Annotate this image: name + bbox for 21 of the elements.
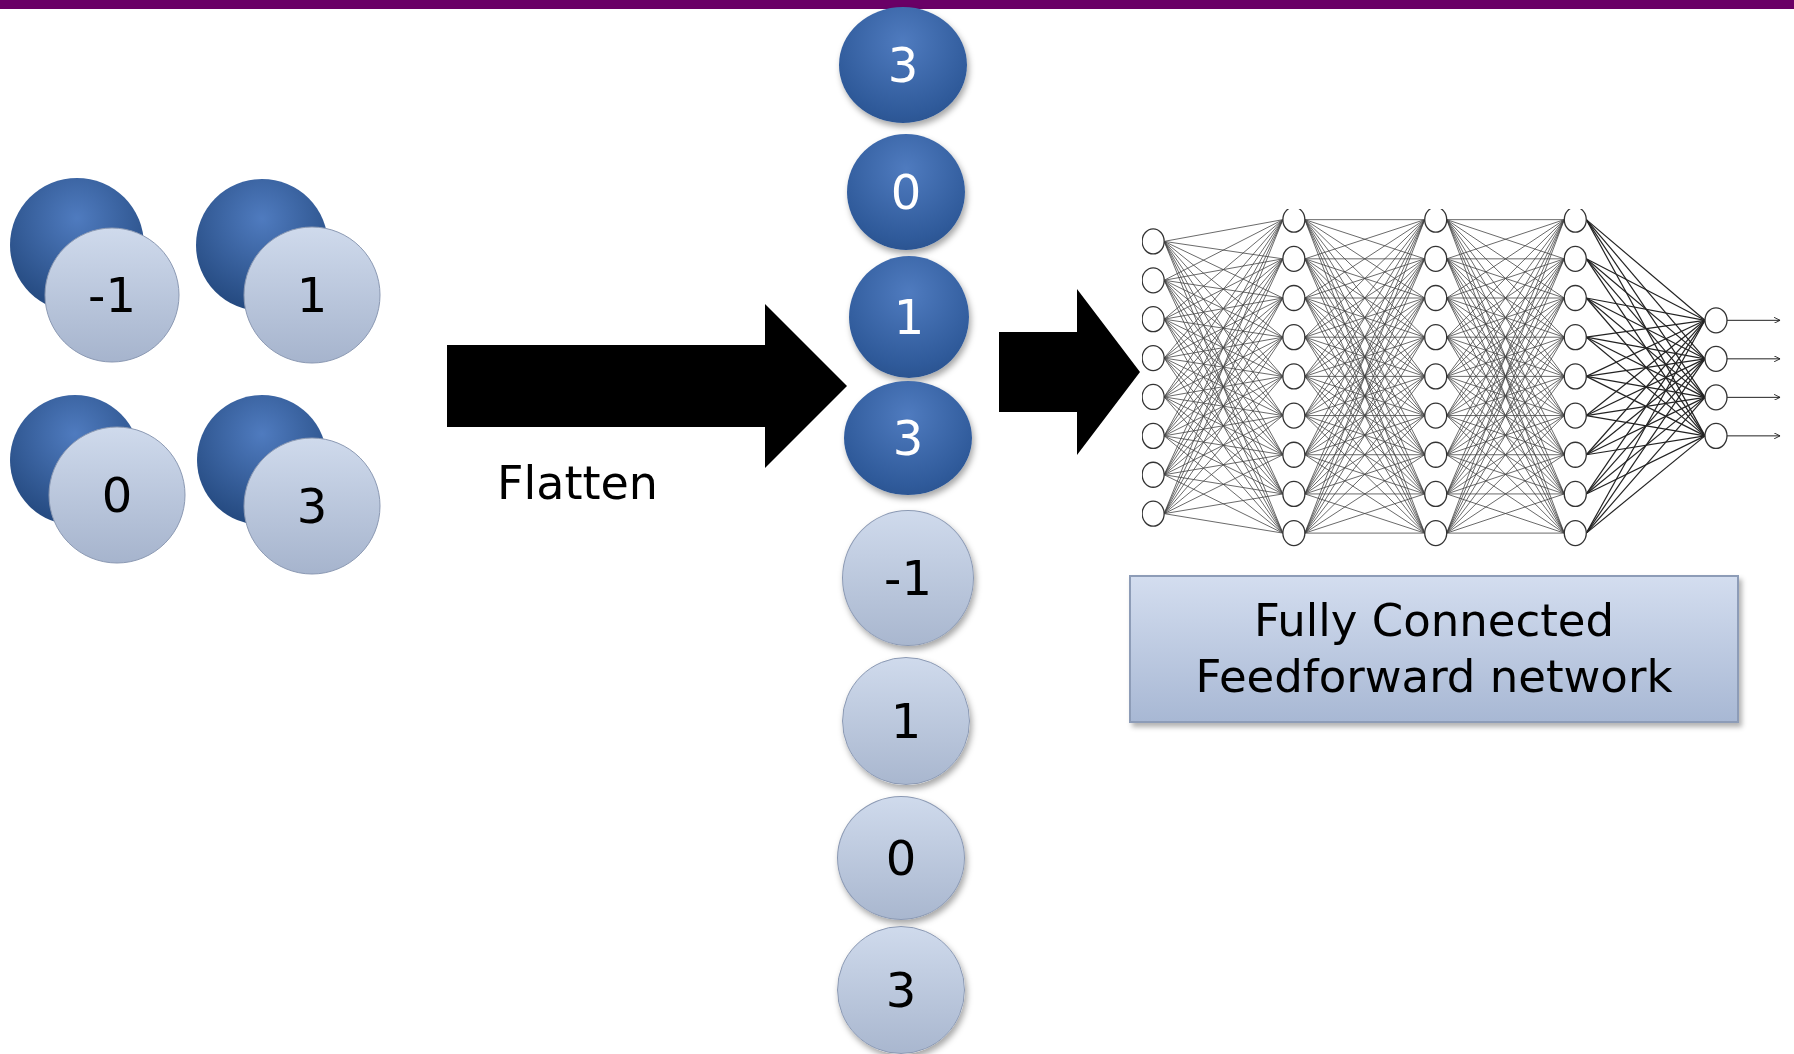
circle-value: -1 — [88, 271, 136, 319]
value-circle — [839, 7, 967, 123]
block-arrow — [999, 289, 1140, 455]
circle-value: 3 — [892, 414, 924, 462]
block-arrow — [447, 304, 847, 468]
box-label: Fully Connected Feedforward network — [1194, 592, 1674, 705]
circle-value: 0 — [885, 834, 917, 882]
circle-value: 3 — [296, 482, 328, 530]
circle-value: 1 — [893, 293, 925, 341]
stacked-value-circles — [8, 176, 180, 364]
circle-value: 3 — [887, 41, 919, 89]
step-label: Flatten — [497, 456, 658, 510]
circle-value: -1 — [884, 554, 932, 602]
circle-value: 1 — [296, 271, 328, 319]
neural-network-drawing — [1142, 209, 1782, 547]
network-label-box — [1129, 575, 1739, 723]
circle-value: 0 — [890, 168, 922, 216]
circle-value: 3 — [885, 966, 917, 1014]
value-circle — [844, 381, 972, 495]
circle-value: 0 — [101, 471, 133, 519]
circle-value: 1 — [890, 697, 922, 745]
